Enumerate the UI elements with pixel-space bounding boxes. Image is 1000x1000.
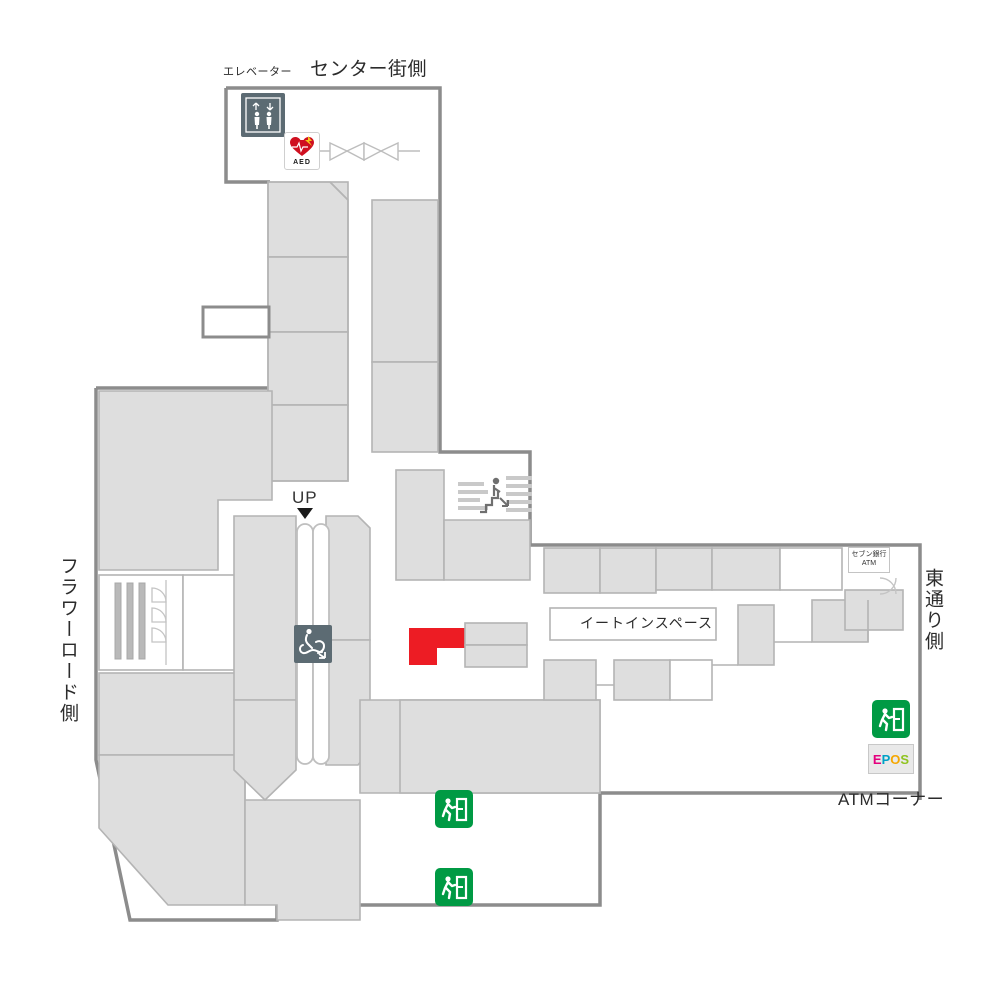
shop-unit [613, 659, 671, 701]
epos-logo-text: EPOS [872, 751, 910, 767]
atm-corner-label: ATMコーナー [838, 790, 945, 809]
elevator-label: エレベーター [223, 66, 292, 78]
shop-unit [399, 699, 601, 794]
elevator-icon-glyph [245, 97, 281, 133]
exit-icon-glyph [875, 703, 907, 735]
up-label: UP [292, 488, 318, 507]
eat-in-space-label: イートインスペース [580, 615, 714, 631]
door-symbols [306, 141, 420, 162]
shop-unit [233, 699, 297, 802]
seven-bank-line1: セブン銀行 [851, 551, 887, 559]
shop-unit [325, 515, 371, 641]
shop-unit [395, 469, 445, 581]
escalator-icon[interactable] [294, 625, 332, 663]
shop-unit [737, 604, 775, 666]
shop-unit [464, 622, 528, 646]
shop-unit [844, 589, 904, 631]
shop-unit [371, 361, 439, 453]
stairs-icon-graphic [458, 474, 532, 518]
shop-unit [655, 547, 713, 591]
escalator-icon-glyph [299, 628, 326, 659]
epos-atm-icon[interactable]: EPOS [868, 744, 914, 774]
shop-unit [267, 181, 349, 258]
aed-label: AED [293, 159, 311, 166]
down-triangle-marker-icon [297, 508, 313, 519]
shop-unit [599, 547, 657, 594]
shop-unit [669, 659, 713, 701]
seven-bank-atm-text: セブン銀行 ATM [849, 551, 889, 569]
shop-unit [543, 547, 601, 594]
shop-unit [711, 547, 781, 591]
shop-corner-cut [329, 181, 349, 201]
seven-bank-atm-box[interactable]: セブン銀行 ATM [848, 547, 890, 573]
shop-unit [267, 404, 349, 482]
shop-unit [98, 390, 273, 571]
higashi-dori-side-label: 東通り側 [922, 568, 943, 652]
eat-in-space-box [549, 607, 717, 641]
elevator-icon[interactable] [241, 93, 285, 137]
exit-icon-glyph [438, 871, 470, 903]
shop-unit [371, 199, 439, 363]
shop-unit [98, 672, 246, 756]
restroom-door-swings [151, 580, 167, 665]
flower-road-side-label: フラワーロード側 [57, 556, 78, 724]
corridor-lines [596, 600, 869, 686]
emergency-exit-icon[interactable] [435, 868, 473, 906]
shop-unit [779, 547, 843, 591]
restroom-stalls [114, 582, 146, 660]
shop-blocks [98, 181, 904, 921]
shop-unit [543, 659, 597, 701]
aed-icon-glyph [290, 136, 314, 156]
seven-bank-door-swing [879, 577, 897, 595]
shop-unit [98, 754, 246, 906]
shop-unit [233, 515, 297, 701]
center-gai-side-label: センター街側 [310, 59, 428, 80]
shop-unit [464, 644, 528, 668]
aed-icon[interactable]: AED [284, 132, 320, 170]
highlighted-store-shape [409, 628, 465, 665]
shop-unit [267, 331, 349, 406]
exit-icon-glyph [438, 793, 470, 825]
shop-unit [443, 519, 531, 581]
emergency-exit-icon[interactable] [435, 790, 473, 828]
emergency-exit-icon[interactable] [872, 700, 910, 738]
shop-unit [267, 256, 349, 333]
seven-bank-line2: ATM [861, 560, 877, 567]
